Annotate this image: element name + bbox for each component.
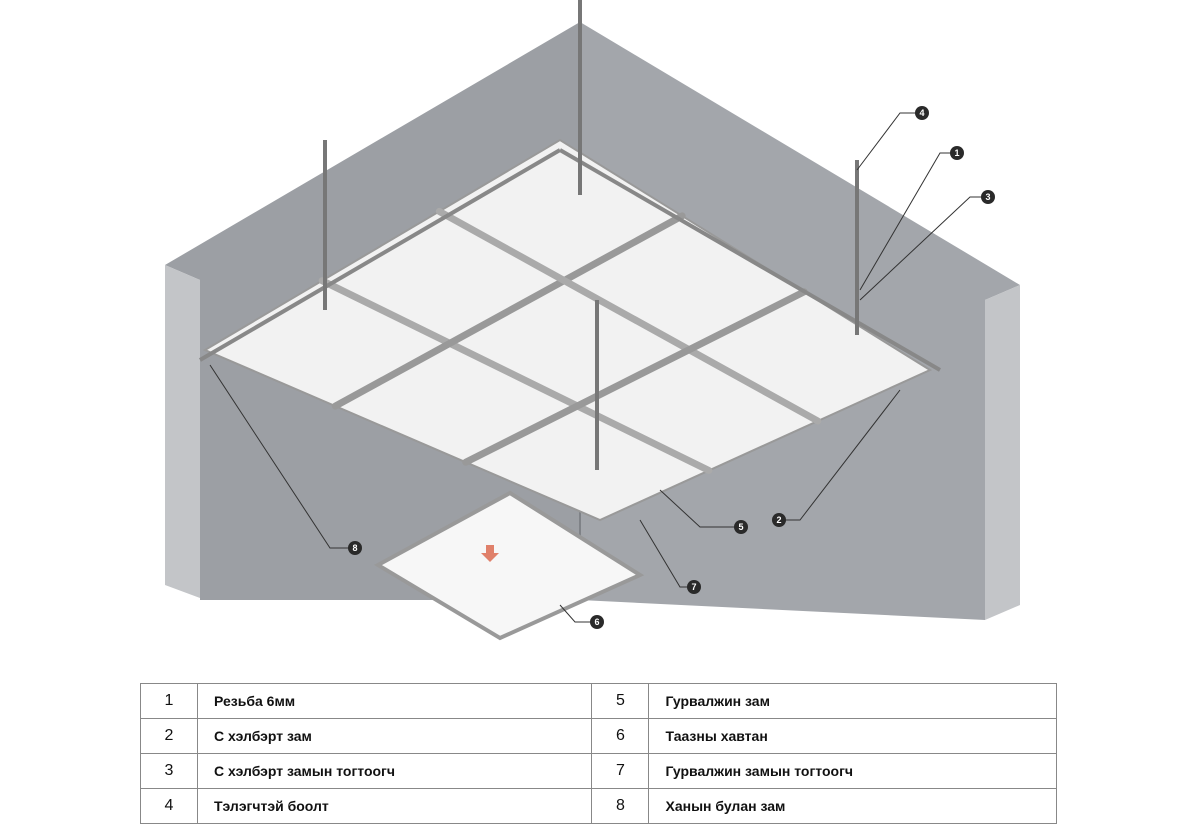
legend-right-text: Гурвалжин зам bbox=[648, 683, 1057, 719]
legend-right-text: Гурвалжин замын тогтоогч bbox=[648, 753, 1057, 789]
svg-text:5: 5 bbox=[738, 522, 743, 532]
callout-2: 2 bbox=[772, 513, 786, 527]
ceiling-tile bbox=[373, 490, 645, 641]
ceiling-illustration: 1 2 3 4 5 6 7 8 bbox=[165, 0, 1020, 641]
wall-angle-rail bbox=[198, 148, 562, 362]
svg-text:3: 3 bbox=[985, 192, 990, 202]
legend-left-num: 3 bbox=[140, 753, 198, 789]
legend-right-num: 7 bbox=[591, 753, 650, 789]
svg-text:1: 1 bbox=[954, 148, 959, 158]
legend-left-num: 1 bbox=[140, 683, 198, 719]
callout-6: 6 bbox=[590, 615, 604, 629]
grid-rails bbox=[318, 207, 822, 474]
callout-4: 4 bbox=[915, 106, 929, 120]
svg-text:8: 8 bbox=[352, 543, 357, 553]
tee-rail bbox=[318, 277, 713, 474]
legend-right-text: Таазны хавтан bbox=[648, 718, 1057, 754]
legend-left-num: 4 bbox=[140, 788, 198, 824]
svg-text:6: 6 bbox=[594, 617, 599, 627]
legend-left-text: С хэлбэрт зам bbox=[196, 718, 593, 754]
legend-right-num: 8 bbox=[591, 788, 650, 824]
callout-1: 1 bbox=[950, 146, 964, 160]
legend-left-num: 2 bbox=[140, 718, 198, 754]
left-wall-edge bbox=[165, 265, 200, 598]
right-wall-edge bbox=[985, 285, 1020, 620]
main-rail bbox=[462, 288, 808, 466]
legend-right-num: 5 bbox=[591, 683, 650, 719]
svg-text:2: 2 bbox=[776, 515, 781, 525]
svg-text:4: 4 bbox=[919, 108, 924, 118]
svg-text:7: 7 bbox=[691, 582, 696, 592]
callout-3: 3 bbox=[981, 190, 995, 204]
legend-left-text: Резьба 6мм bbox=[196, 683, 593, 719]
legend-right-num: 6 bbox=[591, 718, 650, 754]
legend-left-text: Тэлэгчтэй боолт bbox=[196, 788, 593, 824]
callout-7: 7 bbox=[687, 580, 701, 594]
legend-left-text: С хэлбэрт замын тогтоогч bbox=[196, 753, 593, 789]
hanger-rods bbox=[323, 0, 859, 470]
tee-rail bbox=[435, 207, 822, 425]
callout-8: 8 bbox=[348, 541, 362, 555]
down-arrow-icon bbox=[481, 545, 499, 562]
callout-5: 5 bbox=[734, 520, 748, 534]
legend-right-text: Ханын булан зам bbox=[648, 788, 1057, 824]
main-rail bbox=[331, 212, 686, 410]
